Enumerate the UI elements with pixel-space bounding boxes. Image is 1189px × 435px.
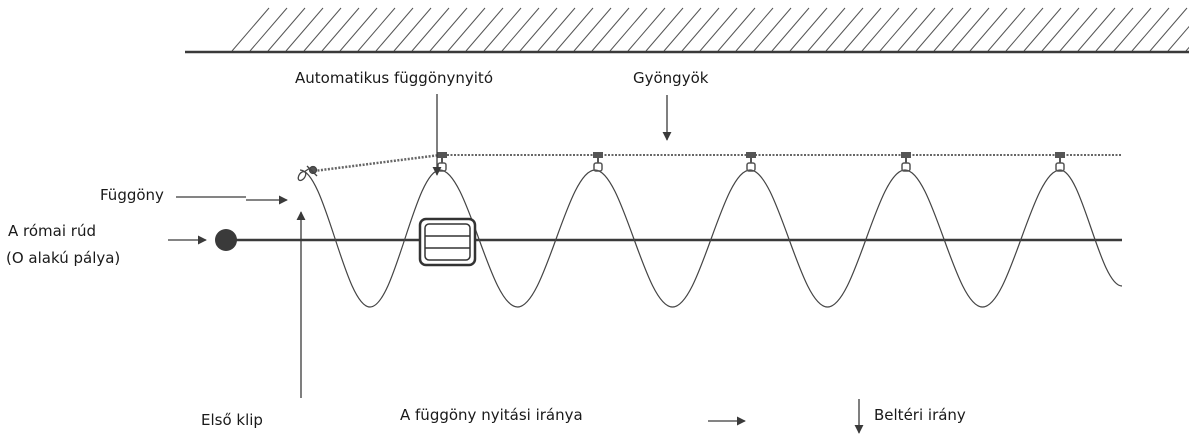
curtain-hook: [901, 152, 911, 172]
label-first-clip: Első klip: [201, 411, 263, 429]
hatch-mark: [861, 7, 900, 52]
hatch-mark: [717, 7, 756, 52]
hatch-mark: [231, 7, 270, 52]
hatch-mark: [681, 7, 720, 52]
bead-chain-angled: [313, 153, 441, 173]
hatch-mark: [537, 7, 576, 52]
arrows: [168, 94, 864, 434]
hatch-mark: [249, 7, 288, 52]
hatch-mark: [969, 7, 1008, 52]
hatch-mark: [915, 7, 954, 52]
hatch-mark: [321, 7, 360, 52]
roman-rod: [215, 229, 1122, 251]
ceiling: [185, 7, 1189, 54]
label-roman-rod-line2: (O alakú pálya): [6, 249, 121, 267]
hatch-mark: [465, 7, 504, 52]
hatch-mark: [375, 7, 414, 52]
label-automatic-opener: Automatikus függönynyitó: [295, 69, 493, 87]
hatch-mark: [879, 7, 918, 52]
hatch-mark: [483, 7, 522, 52]
hatch-mark: [1059, 7, 1098, 52]
hatch-mark: [1005, 7, 1044, 52]
curtain-hook: [437, 152, 447, 172]
hatch-mark: [1095, 7, 1134, 52]
hatch-mark: [1149, 7, 1188, 52]
label-indoor-direction: Beltéri irány: [874, 406, 966, 424]
hatch-mark: [825, 7, 864, 52]
label-beads: Gyöngyök: [633, 69, 709, 87]
hatch-mark: [339, 7, 378, 52]
hatch-mark: [411, 7, 450, 52]
first-clip: [297, 165, 318, 182]
hatch-mark: [285, 7, 324, 52]
hatch-mark: [609, 7, 648, 52]
hatch-mark: [1023, 7, 1062, 52]
hatch-mark: [1131, 7, 1170, 52]
label-roman-rod-line1: A római rúd: [8, 222, 96, 240]
hatch-mark: [1167, 25, 1189, 52]
roman-rod-end-cap: [215, 229, 237, 251]
hatch-mark: [393, 7, 432, 52]
curtain-hooks: [437, 152, 1065, 172]
hatch-mark: [429, 7, 468, 52]
hatch-mark: [591, 7, 630, 52]
bead-chain: [313, 153, 1122, 173]
hatch-mark: [501, 7, 540, 52]
hatch-mark: [555, 7, 594, 52]
hatch-mark: [951, 7, 990, 52]
hatch-mark: [843, 7, 882, 52]
hatch-mark: [519, 7, 558, 52]
label-opening-direction: A függöny nyitási iránya: [400, 406, 583, 424]
curtain-hook: [746, 152, 756, 172]
hatch-mark: [573, 7, 612, 52]
hatch-mark: [753, 7, 792, 52]
hatch-mark: [1113, 7, 1152, 52]
hatch-mark: [267, 7, 306, 52]
hatch-mark: [303, 7, 342, 52]
hatch-mark: [1077, 7, 1116, 52]
hatch-mark: [645, 7, 684, 52]
ceiling-hatch: [231, 7, 1189, 52]
hatch-mark: [771, 7, 810, 52]
hatch-mark: [357, 7, 396, 52]
curtain-hook: [1055, 152, 1065, 172]
hatch-mark: [1041, 7, 1080, 52]
curtain-hook: [593, 152, 603, 172]
hatch-mark: [789, 7, 828, 52]
hatch-mark: [447, 7, 486, 52]
hatch-mark: [933, 7, 972, 52]
hatch-mark: [663, 7, 702, 52]
curtain-wave: [299, 169, 1123, 308]
hatch-mark: [735, 7, 774, 52]
hatch-mark: [897, 7, 936, 52]
hatch-mark: [807, 7, 846, 52]
hatch-mark: [699, 7, 738, 52]
automatic-opener-motor: [418, 217, 477, 267]
label-curtain: Függöny: [100, 186, 164, 204]
hatch-mark: [627, 7, 666, 52]
hatch-mark: [987, 7, 1026, 52]
